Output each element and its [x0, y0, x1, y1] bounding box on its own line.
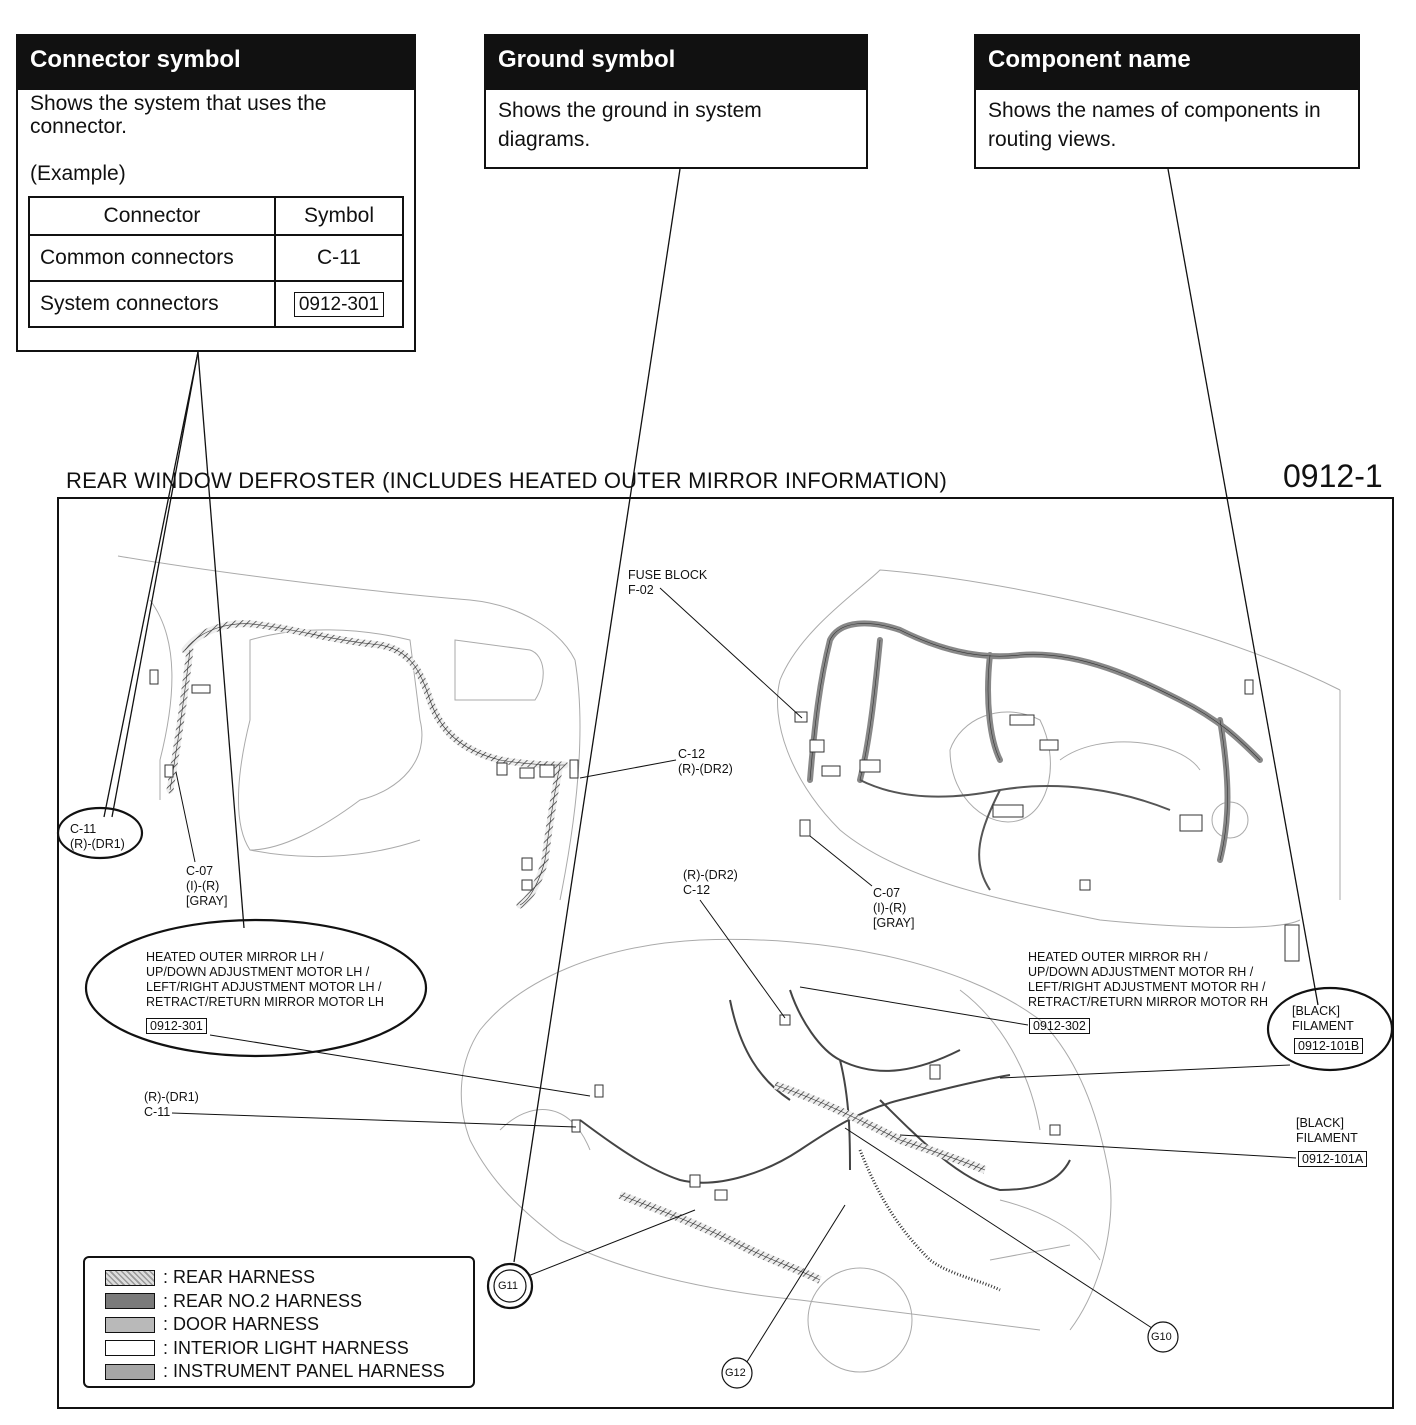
filament-a-code: 0912-101A: [1298, 1151, 1368, 1167]
connector-label-c11: C-11 (R)-(DR1): [70, 822, 125, 851]
connector-symbol-legend: Connector symbol Shows the system that u…: [16, 34, 416, 352]
table-header-symbol: Symbol: [273, 196, 405, 236]
filament-a-label: [BLACK] FILAMENT: [1296, 1116, 1358, 1145]
table-cell-connector: Common connectors: [28, 234, 276, 282]
ground-label-g11: G11: [498, 1280, 518, 1292]
connector-symbol-description: Shows the system that uses the connector…: [30, 92, 327, 138]
ground-label-g12: G12: [725, 1367, 746, 1379]
table-header-connector: Connector: [28, 196, 276, 236]
legend-leader-lines: [103, 168, 1319, 1263]
component-leader-lines: [171, 587, 1297, 1366]
page-number: 0912-1: [1283, 458, 1383, 494]
filament-b-label: [BLACK] FILAMENT: [1292, 1004, 1354, 1033]
legend-label: : INTERIOR LIGHT HARNESS: [163, 1337, 409, 1358]
connector-blocks-car: [571, 1014, 1061, 1201]
legend-label: : REAR NO.2 HARNESS: [163, 1290, 363, 1311]
connector-label-c11-mid: (R)-(DR1) C-11: [144, 1090, 199, 1119]
component-name-title: Component name: [976, 36, 1358, 90]
mirror-lh-code: 0912-301: [146, 1018, 207, 1034]
connector-label-c07-right: C-07 (I)-(R) [GRAY]: [873, 886, 915, 930]
ground-symbol-title: Ground symbol: [486, 36, 866, 90]
ground-label-g10: G10: [1151, 1331, 1172, 1343]
ground-symbol-legend: Ground symbol Shows the ground in system…: [484, 34, 868, 169]
car-body-outline: [460, 938, 1112, 1373]
component-name-description: Shows the names of components in routing…: [988, 99, 1321, 151]
example-label: (Example): [30, 162, 126, 185]
mirror-lh-label: HEATED OUTER MIRROR LH / UP/DOWN ADJUSTM…: [146, 950, 384, 1009]
car-harness-main: [579, 989, 1071, 1192]
table-cell-connector: System connectors: [28, 280, 276, 328]
legend-item: : REAR NO.2 HARNESS: [105, 1290, 473, 1314]
connector-blocks-right: [794, 679, 1300, 962]
table-row: Common connectors C-11: [28, 234, 405, 282]
interior-light-harness-car: [858, 1149, 1001, 1292]
legend-label: : DOOR HARNESS: [163, 1314, 320, 1335]
left-dashboard-view: [117, 555, 581, 901]
filament-b-code: 0912-101B: [1294, 1038, 1364, 1054]
diagram-frame: [57, 497, 1394, 1409]
connector-label-c12-mid: (R)-(DR2) C-12: [683, 868, 738, 897]
right-dashboard-view: [777, 569, 1341, 928]
rear-harness-car: [618, 1081, 987, 1284]
mirror-rh-code: 0912-302: [1029, 1018, 1090, 1034]
legend-item: : REAR HARNESS: [105, 1266, 473, 1290]
mirror-rh-label: HEATED OUTER MIRROR RH / UP/DOWN ADJUSTM…: [1028, 950, 1269, 1009]
connector-label-c12: C-12 (R)-(DR2): [678, 747, 733, 776]
ground-symbol-description: Shows the ground in system diagrams.: [498, 99, 762, 151]
ground-circles: [486, 1262, 1179, 1389]
legend-swatch: [105, 1340, 155, 1357]
legend-item: : INTERIOR LIGHT HARNESS: [105, 1337, 473, 1361]
legend-item: : INSTRUMENT PANEL HARNESS: [105, 1360, 473, 1384]
legend-item: : DOOR HARNESS: [105, 1313, 473, 1337]
legend-swatch: [105, 1269, 155, 1286]
connector-symbol-title: Connector symbol: [18, 36, 414, 90]
diagram-title: REAR WINDOW DEFROSTER (INCLUDES HEATED O…: [66, 468, 947, 493]
fuse-block-label: FUSE BLOCK F-02: [628, 568, 708, 597]
highlight-ellipses: [56, 806, 1394, 1072]
legend-label: : INSTRUMENT PANEL HARNESS: [163, 1361, 445, 1382]
connector-blocks-left: [149, 669, 579, 891]
table-row: System connectors 0912-301: [28, 280, 405, 328]
legend-swatch: [105, 1316, 155, 1333]
component-name-legend: Component name Shows the names of compon…: [974, 34, 1360, 169]
legend-swatch: [105, 1293, 155, 1310]
legend-label: : REAR HARNESS: [163, 1267, 316, 1288]
legend-swatch: [105, 1363, 155, 1380]
connector-example-table: Connector Symbol Common connectors C-11 …: [28, 196, 405, 328]
table-cell-symbol: C-11: [273, 234, 405, 282]
connector-label-c07-left: C-07 (I)-(R) [GRAY]: [186, 864, 228, 908]
table-cell-symbol: 0912-301: [293, 292, 385, 317]
harness-legend: : REAR HARNESS : REAR NO.2 HARNESS : DOO…: [83, 1256, 475, 1388]
